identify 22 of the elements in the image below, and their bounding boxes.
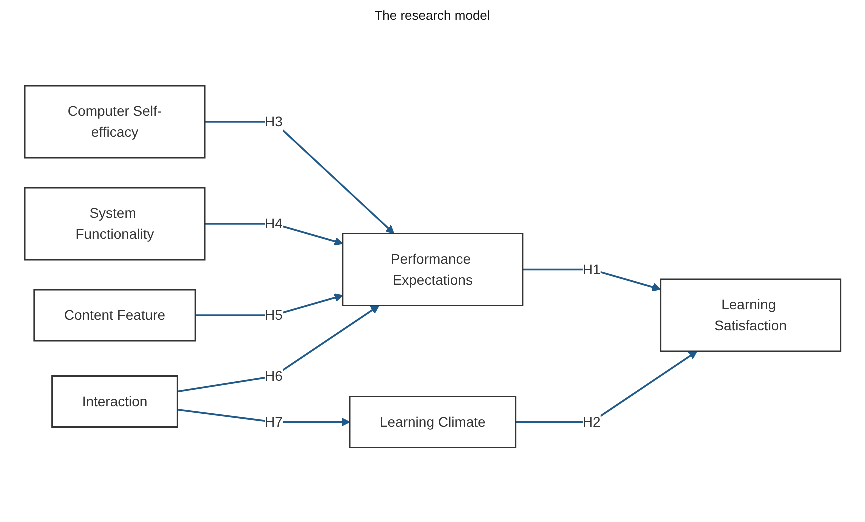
node-box: Performance Expectations <box>342 233 524 307</box>
arrow <box>177 305 380 393</box>
node-box: Content Feature <box>33 289 196 342</box>
edge-label: H2 <box>582 414 600 430</box>
edge-label: H7 <box>264 414 282 430</box>
node-box: Learning Climate <box>348 396 516 449</box>
arrow <box>204 121 394 234</box>
edge-label: H1 <box>582 261 600 278</box>
node-box: Learning Satisfaction <box>660 278 842 352</box>
edge-label: H5 <box>264 307 282 324</box>
edge-label: H6 <box>264 368 282 384</box>
arrow <box>515 351 698 424</box>
arrow <box>177 409 350 427</box>
node-box: System Functionality <box>24 187 206 261</box>
arrow <box>522 268 661 292</box>
arrow <box>204 223 343 246</box>
edge-label: H3 <box>264 114 282 130</box>
diagram-title: The research model <box>374 8 492 23</box>
edge-label: H4 <box>264 216 282 232</box>
node-box: Computer Self-efficacy <box>24 85 206 159</box>
node-box: Interaction <box>51 376 178 428</box>
arrow <box>195 294 343 317</box>
